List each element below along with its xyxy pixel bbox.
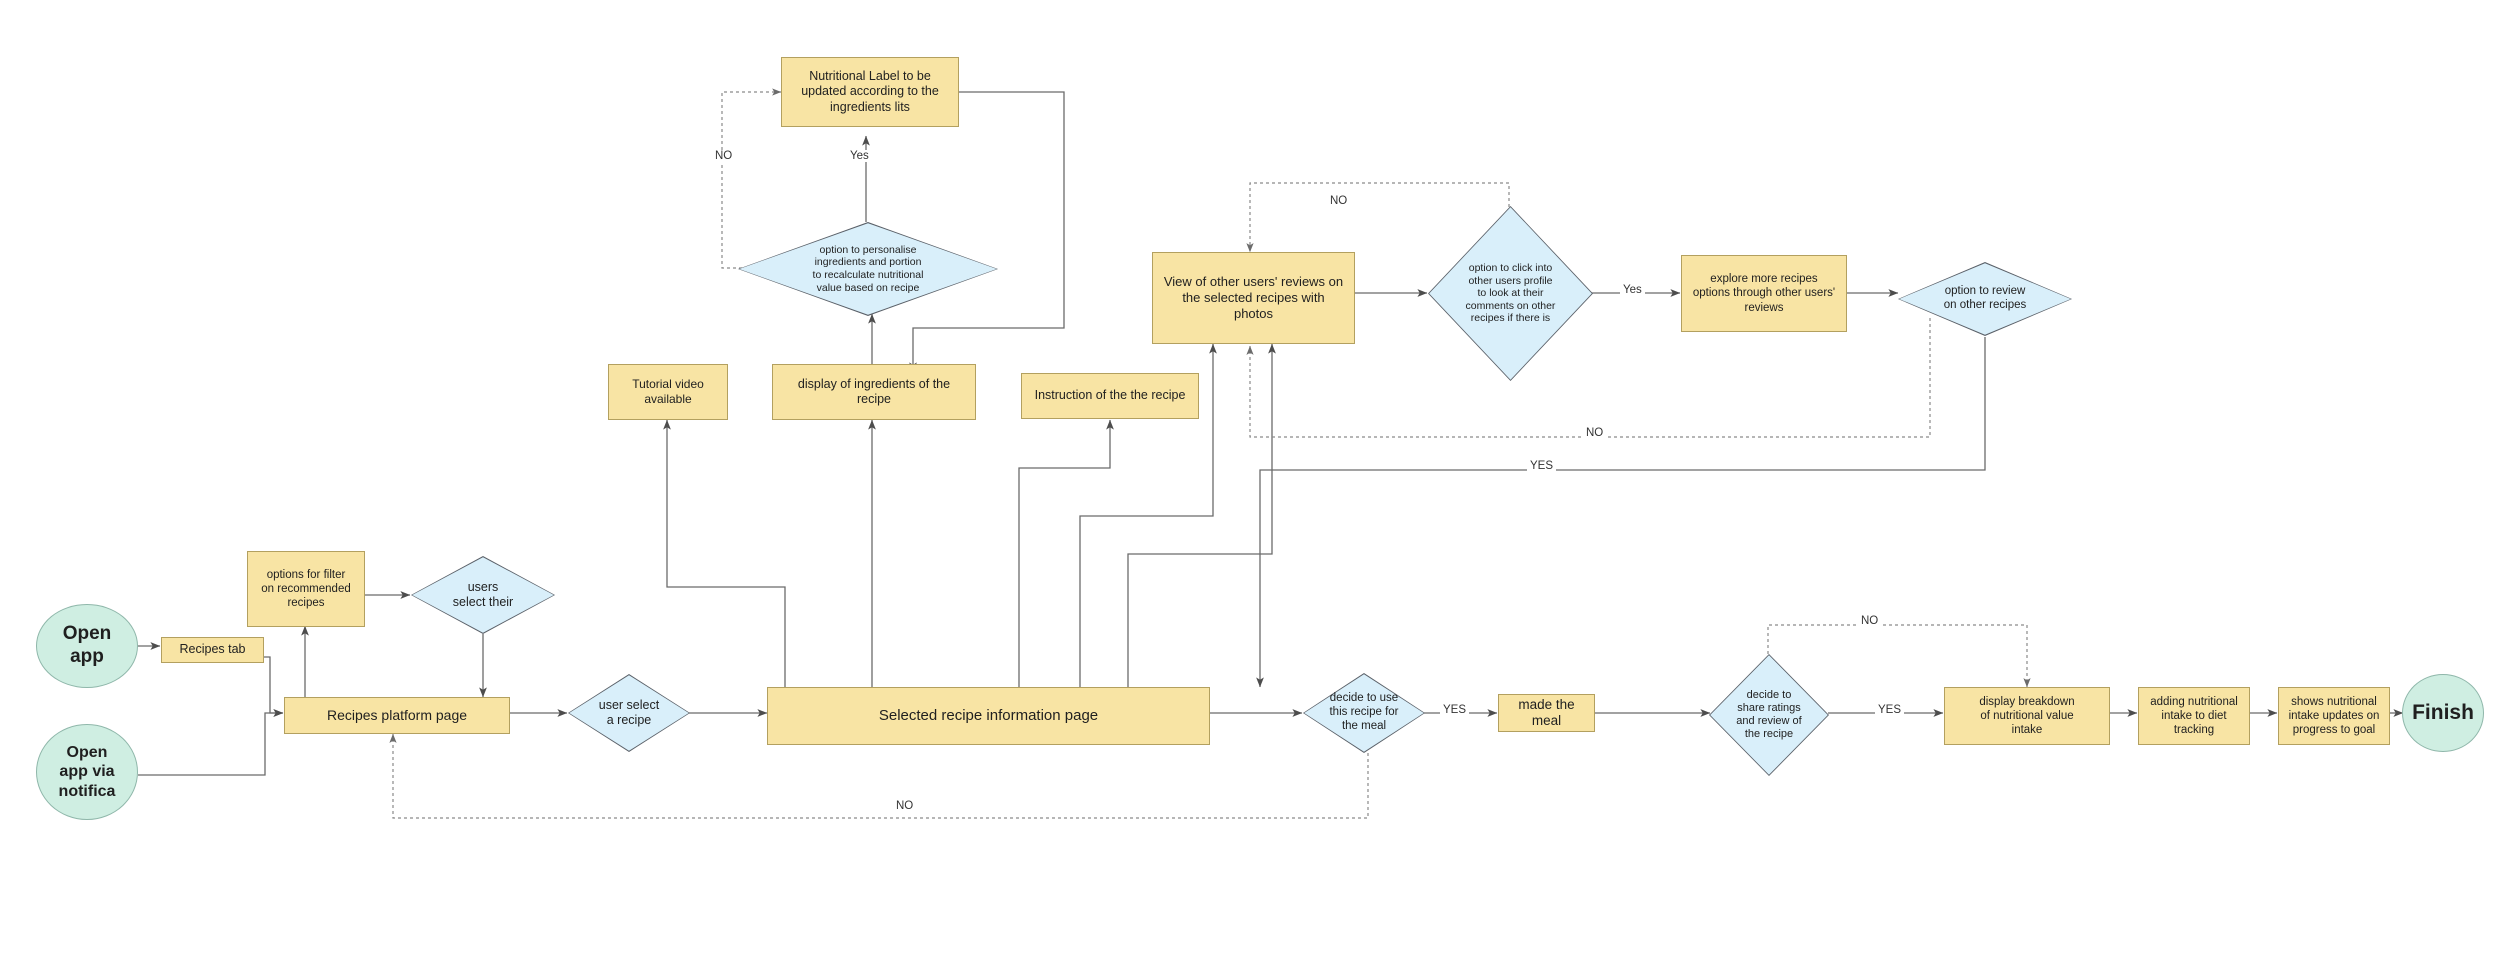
node-made-the-meal[interactable]: made the meal xyxy=(1498,694,1595,732)
node-option-personalise-ingredients[interactable]: option to personalise ingredients and po… xyxy=(738,222,998,316)
node-view-other-users-reviews[interactable]: View of other users' reviews on the sele… xyxy=(1152,252,1355,344)
node-instruction-recipe[interactable]: Instruction of the the recipe xyxy=(1021,373,1199,419)
node-filter-options[interactable]: options for filter on recommended recipe… xyxy=(247,551,365,627)
node-finish[interactable]: Finish xyxy=(2402,674,2484,752)
node-filter-options-label: options for filter on recommended recipe… xyxy=(261,568,351,609)
node-user-select-a-recipe-label: user select a recipe xyxy=(598,698,660,727)
edge-label-decide-share-yes: YES xyxy=(1875,704,1905,716)
node-decide-to-share-ratings[interactable]: decide to share ratings and review of th… xyxy=(1709,654,1829,776)
node-adding-nutritional-intake[interactable]: adding nutritional intake to diet tracki… xyxy=(2138,687,2250,745)
node-selected-recipe-information-page-label: Selected recipe information page xyxy=(878,706,1099,724)
node-option-personalise-ingredients-label: option to personalise ingredients and po… xyxy=(812,243,924,294)
node-shows-nutritional-updates-label: shows nutritional intake updates on prog… xyxy=(2288,695,2380,736)
node-recipes-platform-page-label: Recipes platform page xyxy=(326,706,468,723)
node-users-select-their[interactable]: users select their xyxy=(411,556,555,634)
node-display-ingredients-label: display of ingredients of the recipe xyxy=(797,376,951,406)
node-decide-to-use-recipe[interactable]: decide to use this recipe for the meal xyxy=(1303,673,1425,753)
node-explore-more-recipes[interactable]: explore more recipes options through oth… xyxy=(1681,255,1847,332)
edge-label-decide-use-no: NO xyxy=(893,800,917,812)
node-option-click-into-profile[interactable]: option to click into other users profile… xyxy=(1428,206,1593,381)
node-made-the-meal-label: made the meal xyxy=(1518,696,1575,728)
node-display-breakdown-label: display breakdown of nutritional value i… xyxy=(1979,695,2075,736)
node-recipes-tab-label: Recipes tab xyxy=(179,642,246,657)
node-open-app-label: Open app xyxy=(62,623,112,667)
edge-label-decide-share-no: NO xyxy=(1858,615,1882,627)
edge-label-decide-use-yes: YES xyxy=(1440,704,1470,716)
node-tutorial-video[interactable]: Tutorial video available xyxy=(608,364,728,420)
node-nutritional-label[interactable]: Nutritional Label to be updated accordin… xyxy=(781,57,959,127)
node-open-app-notification-label: Open app via notifica xyxy=(58,744,116,800)
node-decide-to-share-ratings-label: decide to share ratings and review of th… xyxy=(1736,688,1802,741)
node-finish-label: Finish xyxy=(2412,701,2474,725)
node-option-review-other-recipes[interactable]: option to review on other recipes xyxy=(1898,262,2072,336)
node-display-breakdown[interactable]: display breakdown of nutritional value i… xyxy=(1944,687,2110,745)
node-view-other-users-reviews-label: View of other users' reviews on the sele… xyxy=(1163,274,1344,321)
edge-label-review-other-yes: YES xyxy=(1527,460,1557,472)
edge-label-click-profile-no: NO xyxy=(1327,195,1351,207)
node-users-select-their-label: users select their xyxy=(452,580,514,609)
node-adding-nutritional-intake-label: adding nutritional intake to diet tracki… xyxy=(2150,695,2238,736)
node-instruction-recipe-label: Instruction of the the recipe xyxy=(1034,388,1186,403)
node-tutorial-video-label: Tutorial video available xyxy=(632,377,704,406)
node-open-app-notification[interactable]: Open app via notifica xyxy=(36,724,138,820)
edge-label-personalise-no: NO xyxy=(712,150,736,162)
node-recipes-tab[interactable]: Recipes tab xyxy=(161,637,264,663)
node-shows-nutritional-updates[interactable]: shows nutritional intake updates on prog… xyxy=(2278,687,2390,745)
node-option-review-other-recipes-label: option to review on other recipes xyxy=(1943,285,2027,311)
node-open-app[interactable]: Open app xyxy=(36,604,138,688)
node-selected-recipe-information-page[interactable]: Selected recipe information page xyxy=(767,687,1210,745)
edge-label-review-other-no: NO xyxy=(1583,427,1607,439)
edge-label-personalise-yes: Yes xyxy=(847,150,872,162)
node-recipes-platform-page[interactable]: Recipes platform page xyxy=(284,697,510,734)
node-option-click-into-profile-label: option to click into other users profile… xyxy=(1465,262,1556,325)
node-decide-to-use-recipe-label: decide to use this recipe for the meal xyxy=(1329,692,1399,732)
node-explore-more-recipes-label: explore more recipes options through oth… xyxy=(1692,273,1836,314)
node-user-select-a-recipe[interactable]: user select a recipe xyxy=(568,674,690,752)
edge-label-click-profile-yes: Yes xyxy=(1620,284,1645,296)
node-display-ingredients[interactable]: display of ingredients of the recipe xyxy=(772,364,976,420)
node-nutritional-label-label: Nutritional Label to be updated accordin… xyxy=(801,69,939,114)
